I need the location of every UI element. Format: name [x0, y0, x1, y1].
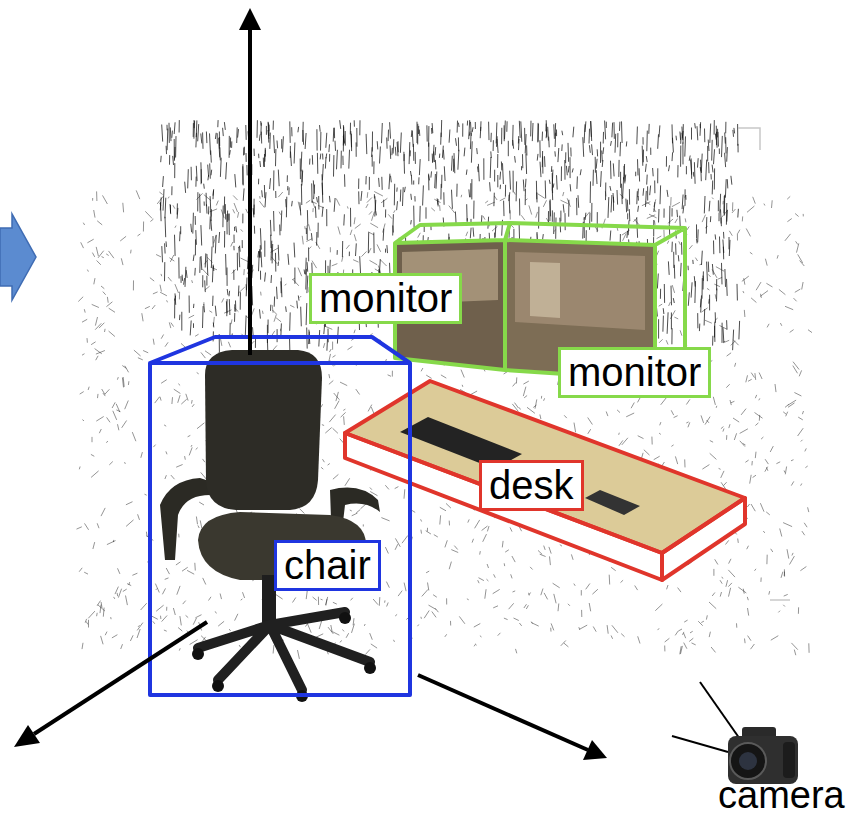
object-label: chair [284, 544, 371, 586]
point-cloud-strokes [77, 190, 813, 659]
corner-mark [738, 128, 760, 150]
chair-picture [160, 350, 380, 702]
flow-chevron [0, 214, 36, 300]
object-label: desk [489, 464, 574, 506]
object-label: monitor [568, 351, 701, 393]
label-box: monitor [309, 273, 462, 324]
desk-bounding-box [662, 498, 745, 580]
coordinate-axes [14, 8, 607, 760]
label-box: desk [479, 460, 584, 511]
desk-device [585, 490, 640, 515]
screen-content [530, 262, 560, 318]
chair-bounding-box [150, 337, 410, 695]
desk-bounding-box [345, 381, 745, 553]
camera-label: camera [718, 775, 845, 817]
point-cloud [77, 120, 813, 659]
label-box: chair [274, 540, 381, 591]
object-label: monitor [319, 277, 452, 319]
camera-icon [672, 682, 798, 784]
screen-content [515, 252, 645, 330]
corner-mark [770, 599, 790, 601]
label-box: monitor [558, 347, 711, 398]
desk-bounding-box [345, 433, 662, 580]
